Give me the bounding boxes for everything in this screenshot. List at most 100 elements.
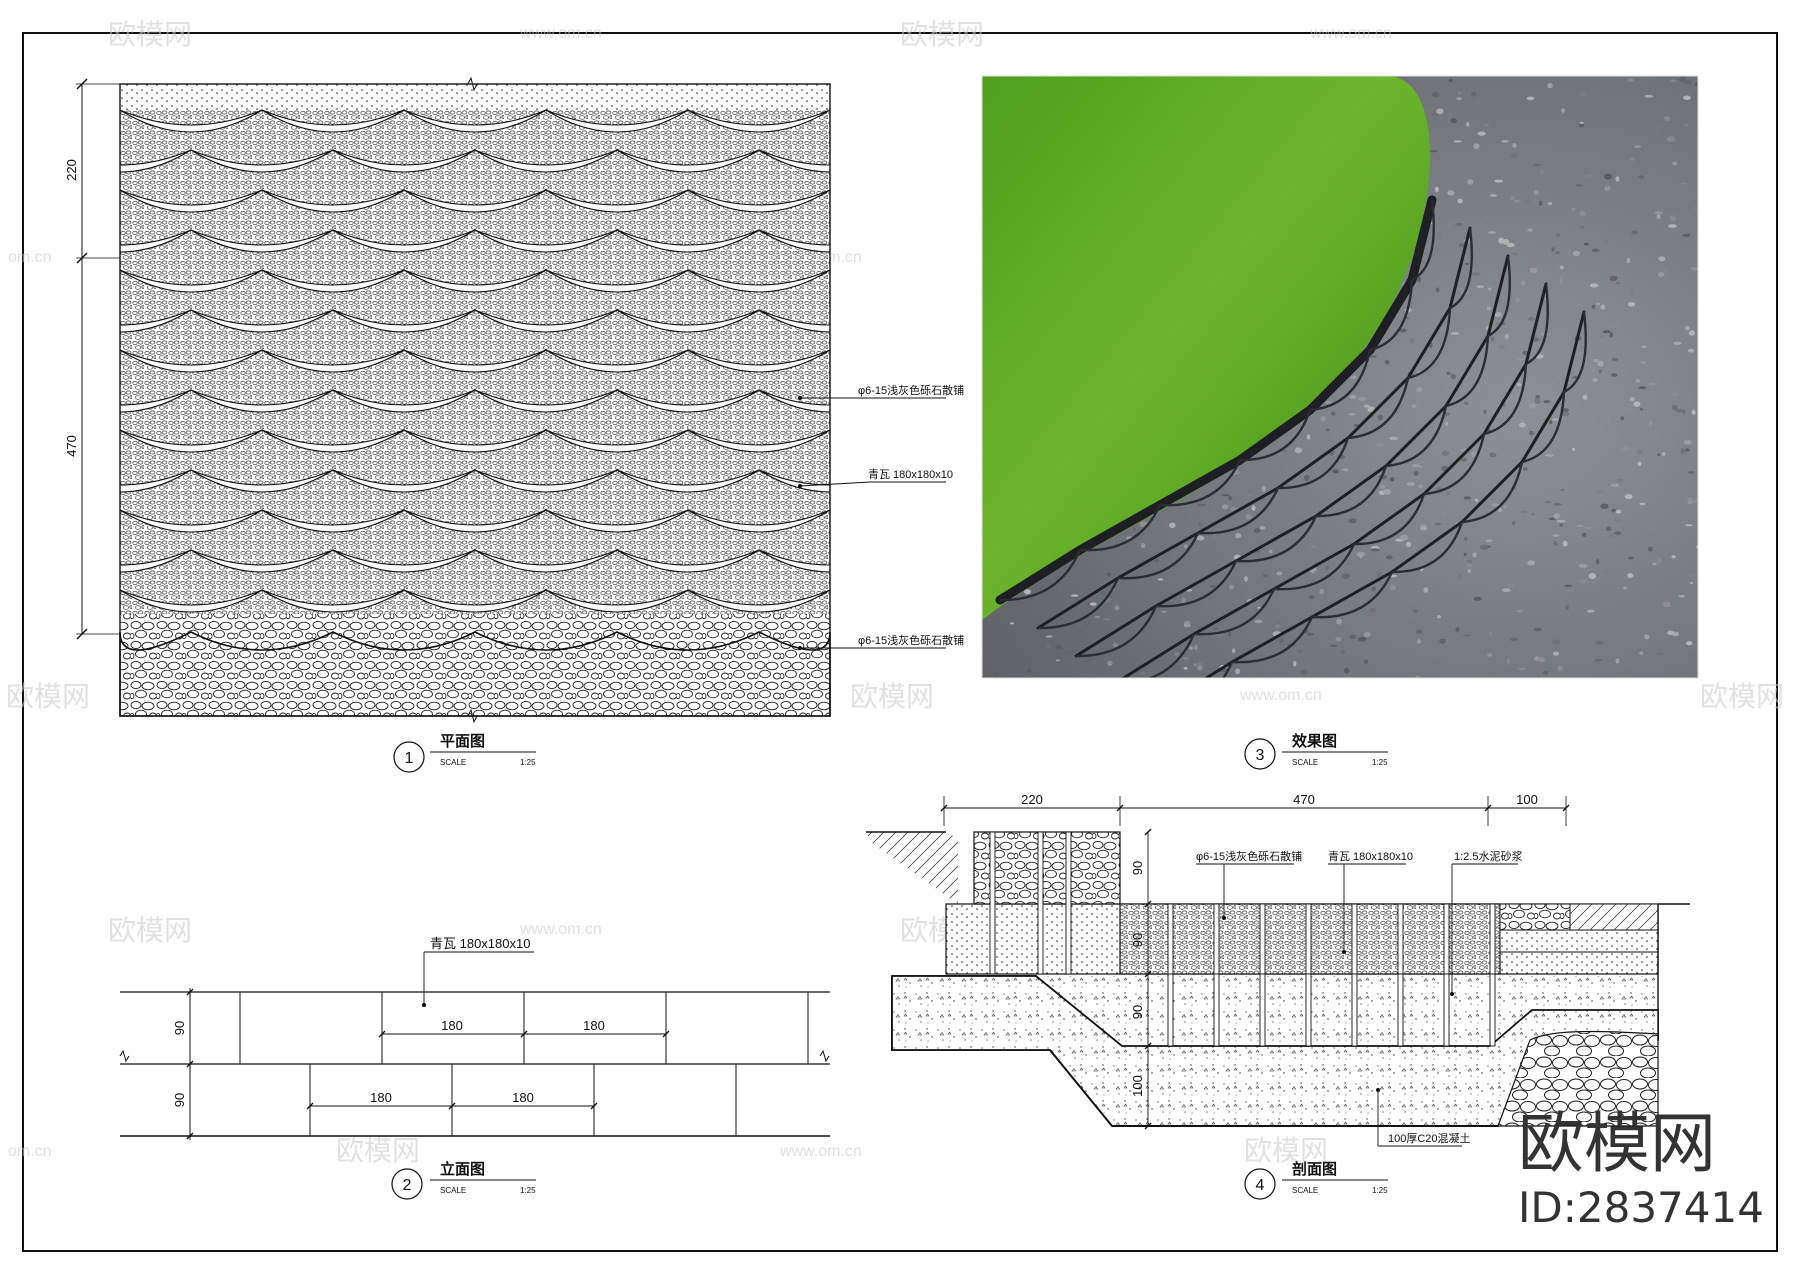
photo-stone	[1547, 202, 1553, 206]
watermark-text: 欧模网	[1244, 1135, 1328, 1166]
photo-scale-arc	[1277, 437, 1350, 490]
photo-stone	[1634, 145, 1642, 148]
photo-stone	[1349, 394, 1357, 399]
photo-stone	[1687, 471, 1695, 474]
photo-stone	[1183, 623, 1191, 628]
scale-tile	[687, 269, 830, 293]
photo-stone	[1683, 439, 1692, 445]
photo-stone	[1419, 526, 1428, 531]
section-tile	[1443, 903, 1450, 975]
photo-stone	[1070, 594, 1079, 597]
photo-stone	[1385, 555, 1393, 560]
photo-stone	[1527, 560, 1536, 566]
photo-stone	[1579, 226, 1585, 229]
photo-stone	[1604, 185, 1611, 188]
photo-stone	[1670, 79, 1677, 83]
photo-stone	[1624, 493, 1633, 500]
pebble-edge	[119, 631, 831, 717]
photo-stone	[1370, 548, 1380, 552]
photo-stone	[1418, 484, 1423, 489]
scale-tile	[687, 109, 830, 133]
photo-stone	[1415, 675, 1420, 678]
section-view-number-circle	[1244, 1168, 1276, 1200]
photo-stone	[1399, 328, 1407, 333]
photo-stone	[1184, 544, 1188, 549]
photo-stone	[1026, 668, 1032, 674]
photo-stone	[1246, 494, 1252, 497]
photo-scale-arc	[1311, 571, 1394, 619]
photo-stone	[1196, 535, 1205, 541]
plan-note-pebble: φ6-15浅灰色砾石散铺	[858, 633, 964, 647]
section-dim-v4: 100	[1130, 1075, 1145, 1097]
photo-stone	[1690, 267, 1698, 271]
photo-stone	[1244, 576, 1248, 582]
photo-stone	[1363, 632, 1371, 637]
elevation-scale-value: 1:25	[520, 1186, 536, 1195]
photo-stone	[1600, 335, 1604, 338]
photo-stone	[1527, 317, 1535, 321]
photo-stone	[1379, 484, 1386, 490]
photo-stone	[1423, 587, 1429, 593]
photo-stone	[1498, 237, 1505, 244]
photo-stone	[1553, 541, 1558, 546]
photo-stone	[1276, 571, 1283, 576]
photo-stone	[1408, 337, 1415, 344]
photo-stone	[1413, 609, 1418, 613]
photo-stone	[1611, 357, 1619, 362]
section-view: 220 470 100 90 90 90 100 φ6-15浅灰色砾石散铺	[866, 792, 1690, 1200]
photo-stone	[1055, 644, 1062, 649]
photo-scale-arc	[1391, 521, 1464, 574]
photo-stone	[1554, 374, 1561, 379]
photo-stone	[1299, 595, 1305, 598]
section-tile-post	[1351, 973, 1358, 1047]
photo-stone	[1477, 131, 1486, 136]
photo-stone	[1262, 574, 1268, 578]
photo-stone	[1529, 430, 1534, 436]
photo-stone	[1519, 422, 1526, 428]
photo-stone	[1114, 605, 1119, 607]
photo-stone	[1487, 306, 1491, 311]
photo-stone	[1458, 287, 1465, 293]
photo-stone	[1357, 636, 1367, 642]
photo-stone	[1494, 312, 1502, 318]
photo-scale-arc	[1353, 493, 1426, 546]
photo-stone	[1384, 359, 1390, 365]
photo-stone	[1506, 658, 1511, 665]
scale-tile	[120, 190, 121, 191]
photo-stone	[1045, 635, 1053, 638]
photo-stone	[1461, 230, 1466, 233]
photo-scale-arc	[1155, 560, 1238, 608]
photo-stone	[1529, 403, 1537, 409]
photo-stone	[1579, 121, 1584, 125]
photo-stone	[1580, 345, 1585, 349]
photo-stone	[1412, 464, 1421, 468]
photo-stone	[1559, 523, 1564, 527]
photo-scale-arc	[1309, 349, 1372, 412]
photo-stone	[1228, 496, 1233, 501]
photo-stone	[1600, 304, 1606, 310]
photo-stone	[1626, 257, 1631, 264]
photo-stone	[1610, 483, 1620, 487]
plan-dimension-vertical: 220 470	[64, 78, 120, 640]
photo-stone	[1669, 215, 1676, 222]
scale-tile	[120, 430, 121, 431]
photo-stone	[1471, 271, 1481, 276]
photo-stone	[1359, 554, 1363, 559]
photo-stone	[1274, 624, 1281, 628]
photo-scale-arc	[1525, 283, 1549, 366]
scale-tile	[758, 389, 830, 413]
photo-stone	[1212, 533, 1217, 539]
photo-stone	[1602, 238, 1609, 244]
scale-tile	[829, 510, 830, 511]
watermark-text: www.om.cn	[779, 1143, 862, 1160]
section-raised-gravel	[973, 831, 1121, 905]
photo-stone	[1329, 644, 1338, 647]
photo-edging-row	[1074, 254, 1510, 658]
photo-stone	[1668, 224, 1677, 228]
photo-stone	[1657, 558, 1662, 564]
photo-stone	[1390, 477, 1395, 482]
photo-stone	[1633, 401, 1641, 407]
section-tile-post	[1443, 973, 1450, 1047]
photo-stone	[1491, 503, 1500, 507]
photo-stone	[1466, 121, 1470, 127]
